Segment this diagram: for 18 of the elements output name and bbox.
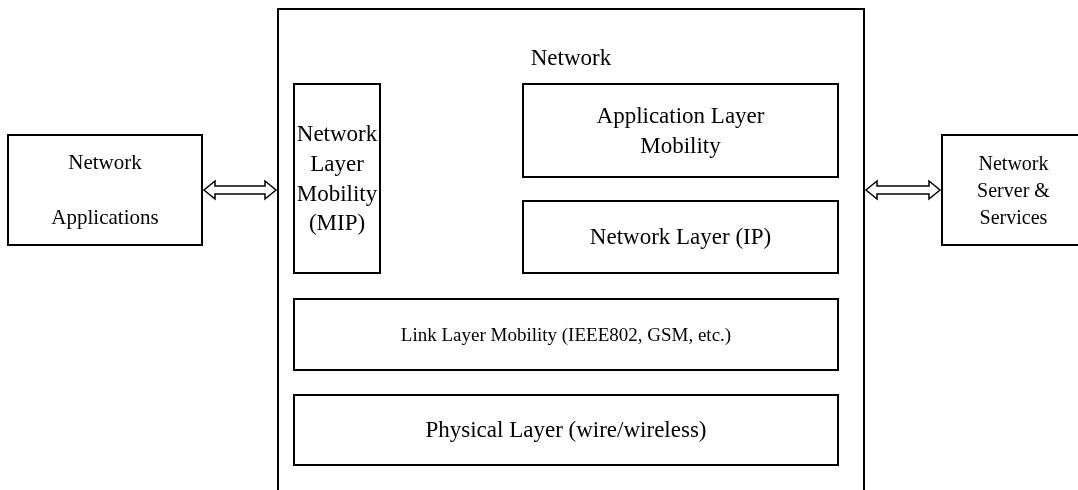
box-label: Network Layer Mobility (MIP) xyxy=(296,119,378,238)
box-label: Network Applications xyxy=(50,149,160,231)
box-label: Network Server & Services xyxy=(976,150,1051,230)
layer-box xyxy=(293,298,839,371)
server-box xyxy=(941,134,1078,246)
box-label: Physical Layer (wire/wireless) xyxy=(425,416,707,445)
layer-box xyxy=(522,83,839,178)
box-label: Network Layer (IP) xyxy=(589,223,772,252)
box-label: Link Layer Mobility (IEEE802, GSM, etc.) xyxy=(400,322,732,347)
double-arrow xyxy=(864,179,942,201)
box-label: Application Layer Mobility xyxy=(595,101,766,160)
network-container xyxy=(277,8,865,490)
double-arrow xyxy=(202,179,278,201)
layer-box xyxy=(293,394,839,466)
container-title: Network xyxy=(530,44,612,72)
layer-box xyxy=(293,83,381,274)
layer-box xyxy=(522,200,839,274)
application-box xyxy=(7,134,203,246)
